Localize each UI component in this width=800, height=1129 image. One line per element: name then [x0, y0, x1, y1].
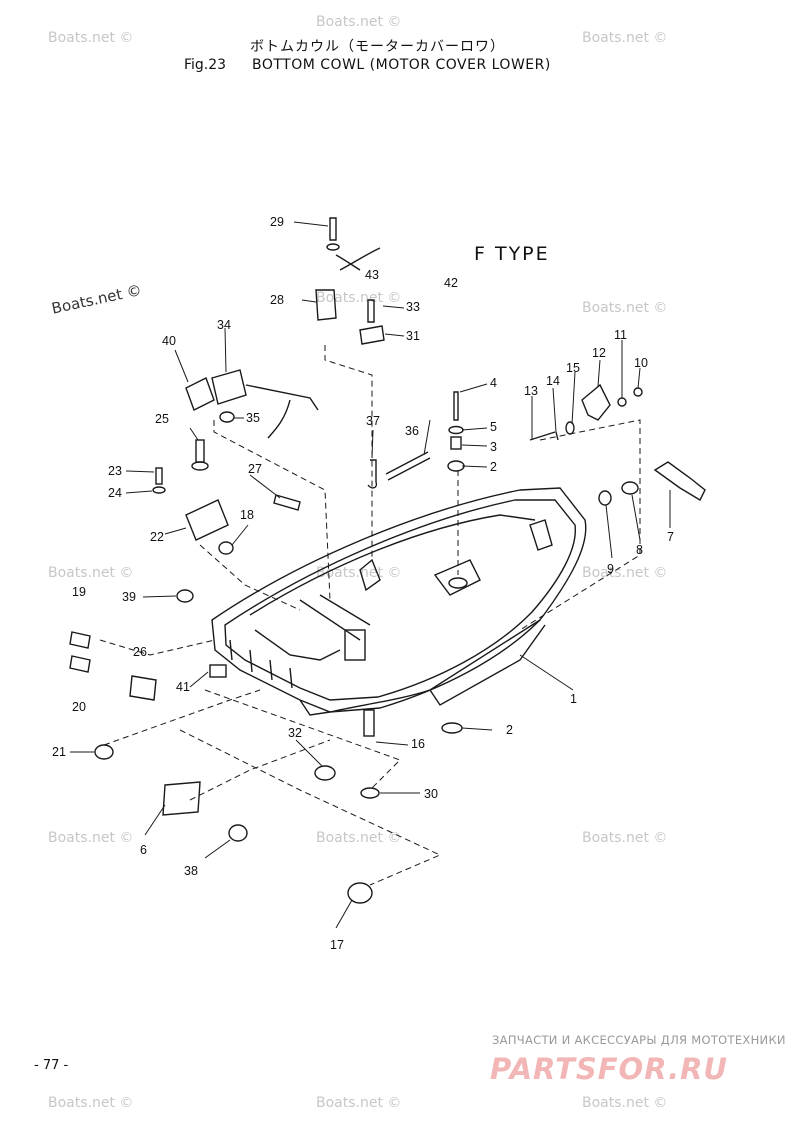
callout-19: 19 [72, 585, 86, 599]
callout-6: 6 [140, 843, 147, 857]
watermark: Boats.net © [582, 565, 668, 581]
callout-8: 8 [636, 543, 643, 557]
shop-logo: PARTSFOR.RU [490, 1052, 728, 1086]
watermark: Boats.net © [316, 14, 402, 30]
callout-40: 40 [162, 334, 176, 348]
watermark: Boats.net © [48, 1095, 134, 1111]
watermark: Boats.net © [316, 830, 402, 846]
callout-26: 26 [133, 645, 147, 659]
callout-18: 18 [240, 508, 254, 522]
callout-38: 38 [184, 864, 198, 878]
callout-34: 34 [217, 318, 231, 332]
callout-4: 4 [490, 376, 497, 390]
callout-15: 15 [566, 361, 580, 375]
watermark: Boats.net © [316, 290, 402, 306]
watermark: Boats.net © [582, 830, 668, 846]
callout-1: 1 [570, 692, 577, 706]
callout-24: 24 [108, 486, 122, 500]
callout-5: 5 [490, 420, 497, 434]
callout-13: 13 [524, 384, 538, 398]
callout-2b: 2 [506, 723, 513, 737]
callout-11: 11 [614, 328, 627, 342]
callout-28: 28 [270, 293, 284, 307]
callout-3: 3 [490, 440, 497, 454]
callout-39: 39 [122, 590, 136, 604]
callout-23: 23 [108, 464, 122, 478]
callout-43: 43 [365, 268, 379, 282]
callout-10: 10 [634, 356, 648, 370]
callout-32: 32 [288, 726, 302, 740]
callout-30: 30 [424, 787, 438, 801]
watermark: Boats.net © [48, 30, 134, 46]
figure-label: Fig.23 [184, 57, 227, 73]
callout-22: 22 [150, 530, 164, 544]
callout-27: 27 [248, 462, 262, 476]
watermark: Boats.net © [582, 300, 668, 316]
japanese-title: ボトムカウル（モーターカバーロワ） [250, 39, 505, 55]
watermark: Boats.net © [582, 1095, 668, 1111]
callout-29: 29 [270, 215, 284, 229]
callout-37: 37 [366, 414, 380, 428]
callout-16: 16 [411, 737, 425, 751]
callout-2: 2 [490, 460, 497, 474]
watermark: Boats.net © [48, 830, 134, 846]
callout-33: 33 [406, 300, 420, 314]
callout-17: 17 [330, 938, 344, 952]
figure-title: BOTTOM COWL (MOTOR COVER LOWER) [252, 57, 551, 73]
callout-14: 14 [546, 374, 560, 388]
variant-label: F TYPE [474, 243, 550, 265]
watermark: Boats.net © [48, 565, 134, 581]
callout-12: 12 [592, 346, 606, 360]
callout-36: 36 [405, 424, 419, 438]
callout-7: 7 [667, 530, 674, 544]
callout-21: 21 [52, 745, 66, 759]
watermark: Boats.net © [316, 565, 402, 581]
watermark: Boats.net © [316, 1095, 402, 1111]
callout-35: 35 [246, 411, 260, 425]
callout-31: 31 [406, 329, 420, 343]
callout-9: 9 [607, 562, 614, 576]
watermark: Boats.net © [582, 30, 668, 46]
page-number: - 77 - [34, 1058, 69, 1073]
callout-42: 42 [444, 276, 458, 290]
callout-20: 20 [72, 700, 86, 714]
callout-41: 41 [176, 680, 190, 694]
callout-25: 25 [155, 412, 169, 426]
shop-tagline: ЗАПЧАСТИ И АКСЕССУАРЫ ДЛЯ МОТОТЕХНИКИ [492, 1033, 786, 1047]
bottom-cowl-body [211, 487, 587, 713]
